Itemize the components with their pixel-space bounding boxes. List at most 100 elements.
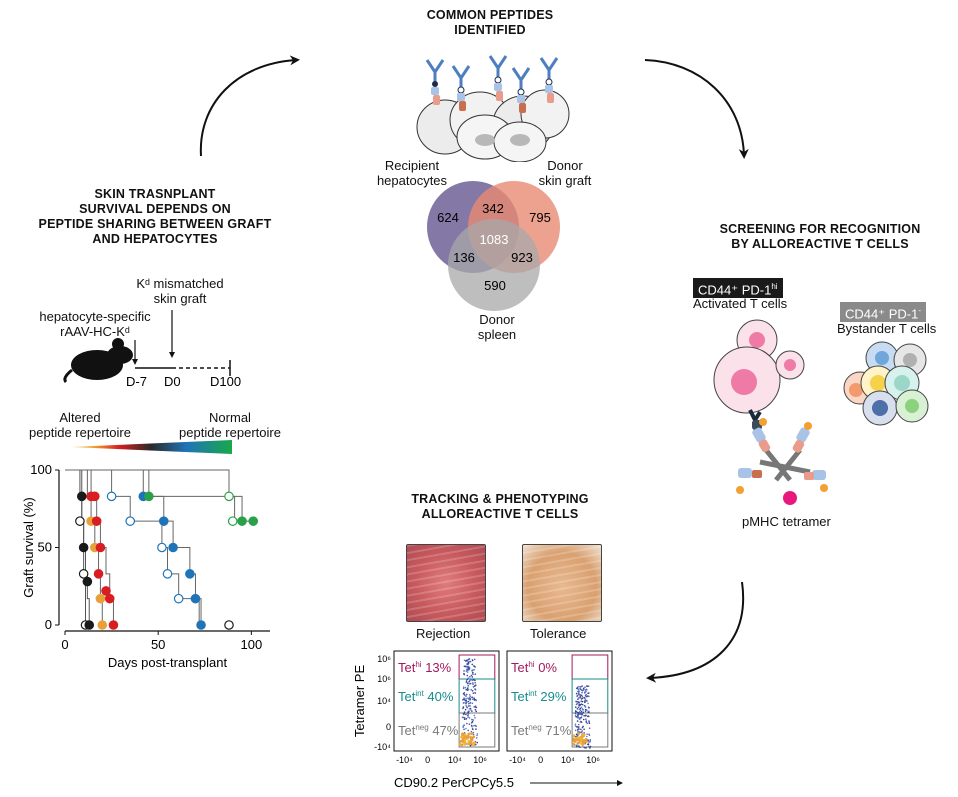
flow-event-tolerance <box>582 689 584 691</box>
flow-y-tick-label: -10⁴ <box>374 742 391 752</box>
flow-event-tolerance <box>577 706 580 709</box>
flow-event-rejection <box>473 714 476 717</box>
peptides-header-line2: IDENTIFIED <box>454 23 526 37</box>
flow-event-rejection <box>474 684 477 687</box>
flow-event-rejection <box>466 722 468 725</box>
censor-marker <box>196 620 206 630</box>
flow-event-tolerance <box>589 745 592 748</box>
flow-event-rejection <box>471 727 474 730</box>
survival-header: SKIN TRASNPLANT SURVIVAL DEPENDS ON PEPT… <box>38 187 272 246</box>
flow-event-rejection <box>468 658 470 660</box>
flow-event-tolerance <box>579 697 582 699</box>
flow-event-tolerance <box>589 747 591 749</box>
flow-y-tick-label: 10⁶ <box>377 674 391 684</box>
flow-event-rejection <box>465 727 467 730</box>
flow-event-rejection <box>471 721 474 723</box>
flow-event-tolerance <box>584 686 586 689</box>
flow-event-highlight-tolerance <box>577 732 581 735</box>
flow-event-rejection <box>475 728 477 730</box>
flow-event-rejection <box>470 674 473 677</box>
flow-event-rejection <box>466 674 469 677</box>
censor-marker <box>78 542 89 553</box>
flow-event-tolerance <box>580 728 582 731</box>
flow-event-tolerance <box>589 739 592 741</box>
flow-event-rejection <box>463 716 466 719</box>
flow-event-rejection <box>463 670 465 672</box>
flow-y-axis-label: Tetramer PE <box>352 665 367 738</box>
flow-event-rejection <box>473 668 475 671</box>
flow-y-tick-label: 10⁴ <box>377 696 391 706</box>
flow-event-rejection <box>469 660 472 663</box>
flow-event-tolerance <box>585 690 587 693</box>
flow-event-rejection <box>472 733 475 736</box>
tracking-header: TRACKING & PHENOTYPING ALLOREACTIVE T CE… <box>411 492 589 521</box>
censor-marker <box>95 593 106 604</box>
flow-event-rejection <box>474 679 476 682</box>
flow-event-highlight-tolerance <box>580 737 584 741</box>
censor-marker <box>248 516 259 526</box>
flow-event-rejection <box>467 697 469 699</box>
flow-event-tolerance <box>587 692 590 694</box>
flow-event-tolerance <box>574 714 577 716</box>
flow-x-axis-label: CD90.2 PerCPCy5.5 <box>394 775 514 790</box>
y-tick-label: 50 <box>38 540 52 555</box>
flow-event-tolerance <box>579 694 582 697</box>
flow-event-tolerance <box>583 704 586 707</box>
flow-event-tolerance <box>574 723 577 726</box>
flow-event-tolerance <box>574 712 577 715</box>
flow-gate-label-tolerance: Tetint 29% <box>511 689 567 704</box>
flow-event-tolerance <box>578 700 580 703</box>
flow-event-rejection <box>476 734 478 737</box>
censor-marker <box>91 516 102 526</box>
flow-event-tolerance <box>577 723 580 726</box>
flow-event-highlight-rejection <box>460 743 464 747</box>
flow-event-rejection <box>474 673 477 675</box>
flow-event-rejection <box>471 710 473 712</box>
flow-event-rejection <box>466 671 469 673</box>
flow-event-tolerance <box>576 702 579 705</box>
flow-event-tolerance <box>584 710 587 713</box>
censor-marker <box>190 593 201 604</box>
flow-event-highlight-rejection <box>470 738 474 742</box>
flow-event-tolerance <box>581 691 583 694</box>
flow-event-rejection <box>466 701 468 703</box>
flow-event-rejection <box>467 729 470 732</box>
censor-marker <box>157 542 167 553</box>
hepatocyte-cells <box>416 89 570 162</box>
flow-event-rejection <box>465 670 468 672</box>
flow-event-tolerance <box>583 691 586 693</box>
flow-event-rejection <box>468 680 471 683</box>
censor-marker <box>93 569 104 579</box>
flow-event-rejection <box>465 680 468 682</box>
flow-event-tolerance <box>589 741 591 743</box>
censor-marker <box>224 491 234 502</box>
x-tick-label: 100 <box>241 637 263 652</box>
screening-header: SCREENING FOR RECOGNITION BY ALLOREACTIV… <box>719 222 921 251</box>
flow-event-tolerance <box>575 700 578 703</box>
flow-event-rejection <box>469 695 472 698</box>
flow-event-rejection <box>469 705 471 707</box>
flow-event-rejection <box>471 679 474 682</box>
flow-event-tolerance <box>577 727 580 729</box>
flow-event-tolerance <box>578 745 580 747</box>
flow-event-rejection <box>465 697 467 700</box>
censor-marker <box>158 516 169 526</box>
mhc-antibody-icons <box>425 55 559 113</box>
flow-event-rejection <box>474 689 477 691</box>
flow-event-rejection <box>468 723 471 725</box>
flow-x-tick-label: 0 <box>538 755 543 765</box>
flow-event-rejection <box>469 707 472 710</box>
flow-event-tolerance <box>584 699 587 702</box>
flow-event-tolerance <box>585 720 588 722</box>
flow-event-tolerance <box>582 687 585 690</box>
flow-event-tolerance <box>576 728 579 731</box>
flow-event-tolerance <box>579 746 582 748</box>
venn-diagram: 624 795 342 1083 136 923 590 <box>427 181 560 311</box>
flow-x-tick-label: 10⁴ <box>448 755 462 765</box>
flow-y-tick-label: 10⁶ <box>377 654 391 664</box>
flow-event-tolerance <box>577 692 580 694</box>
day-minus7-label: D-7 <box>126 374 147 389</box>
flow-x-tick-label: 10⁶ <box>473 755 487 765</box>
flow-event-rejection <box>474 691 476 694</box>
flow-event-highlight-rejection <box>461 732 464 736</box>
